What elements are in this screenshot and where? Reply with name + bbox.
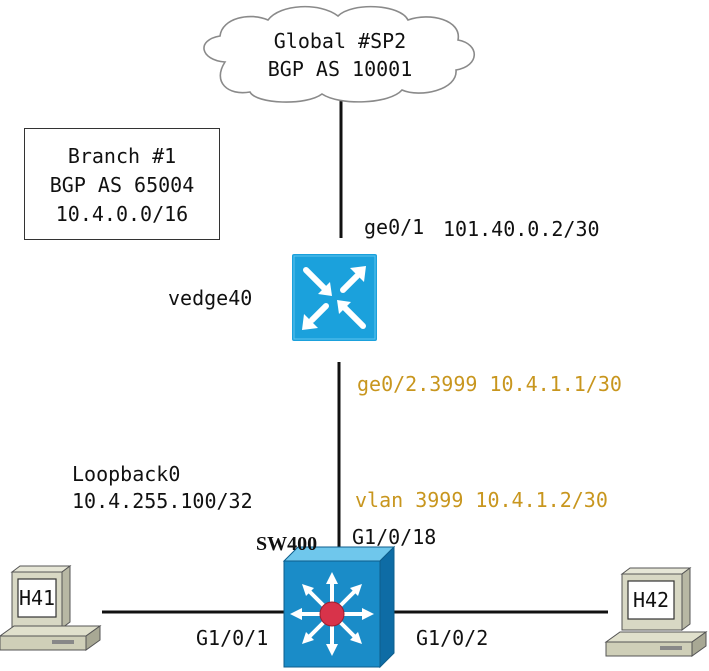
layer3-switch-icon <box>282 545 396 669</box>
cloud-as: BGP AS 10001 <box>267 57 413 81</box>
switch-name: SW400 <box>256 533 318 555</box>
router-icon <box>292 254 377 341</box>
switch-uplink-port: G1/0/18 <box>352 525 437 549</box>
switch-vlan-ip: vlan 3999 10.4.1.2/30 <box>355 488 608 512</box>
loopback-name: Loopback0 <box>72 462 181 486</box>
router-wan-ip: 101.40.0.2/30 <box>443 217 600 241</box>
router-lan-interface-ip: ge0/2.3999 10.4.1.1/30 <box>357 372 622 396</box>
loopback-ip: 10.4.255.100/32 <box>72 489 253 513</box>
cloud-icon <box>203 5 475 103</box>
switch-port-h41: G1/0/1 <box>196 626 269 650</box>
branch-as: BGP AS 65004 <box>49 173 195 197</box>
router-wan-interface: ge0/1 <box>364 215 425 239</box>
cloud-title: Global #SP2 <box>273 29 407 53</box>
branch-info-box: Branch #1 BGP AS 65004 10.4.0.0/16 <box>24 128 220 240</box>
host-h42-icon <box>604 567 708 657</box>
router-name: vedge40 <box>168 286 253 310</box>
branch-title: Branch #1 <box>67 144 177 168</box>
branch-prefix: 10.4.0.0/16 <box>55 202 189 226</box>
host-h41-label: H41 <box>18 586 56 610</box>
host-h42-label: H42 <box>632 588 670 612</box>
host-h41-icon <box>0 565 102 651</box>
switch-port-h42: G1/0/2 <box>416 626 489 650</box>
